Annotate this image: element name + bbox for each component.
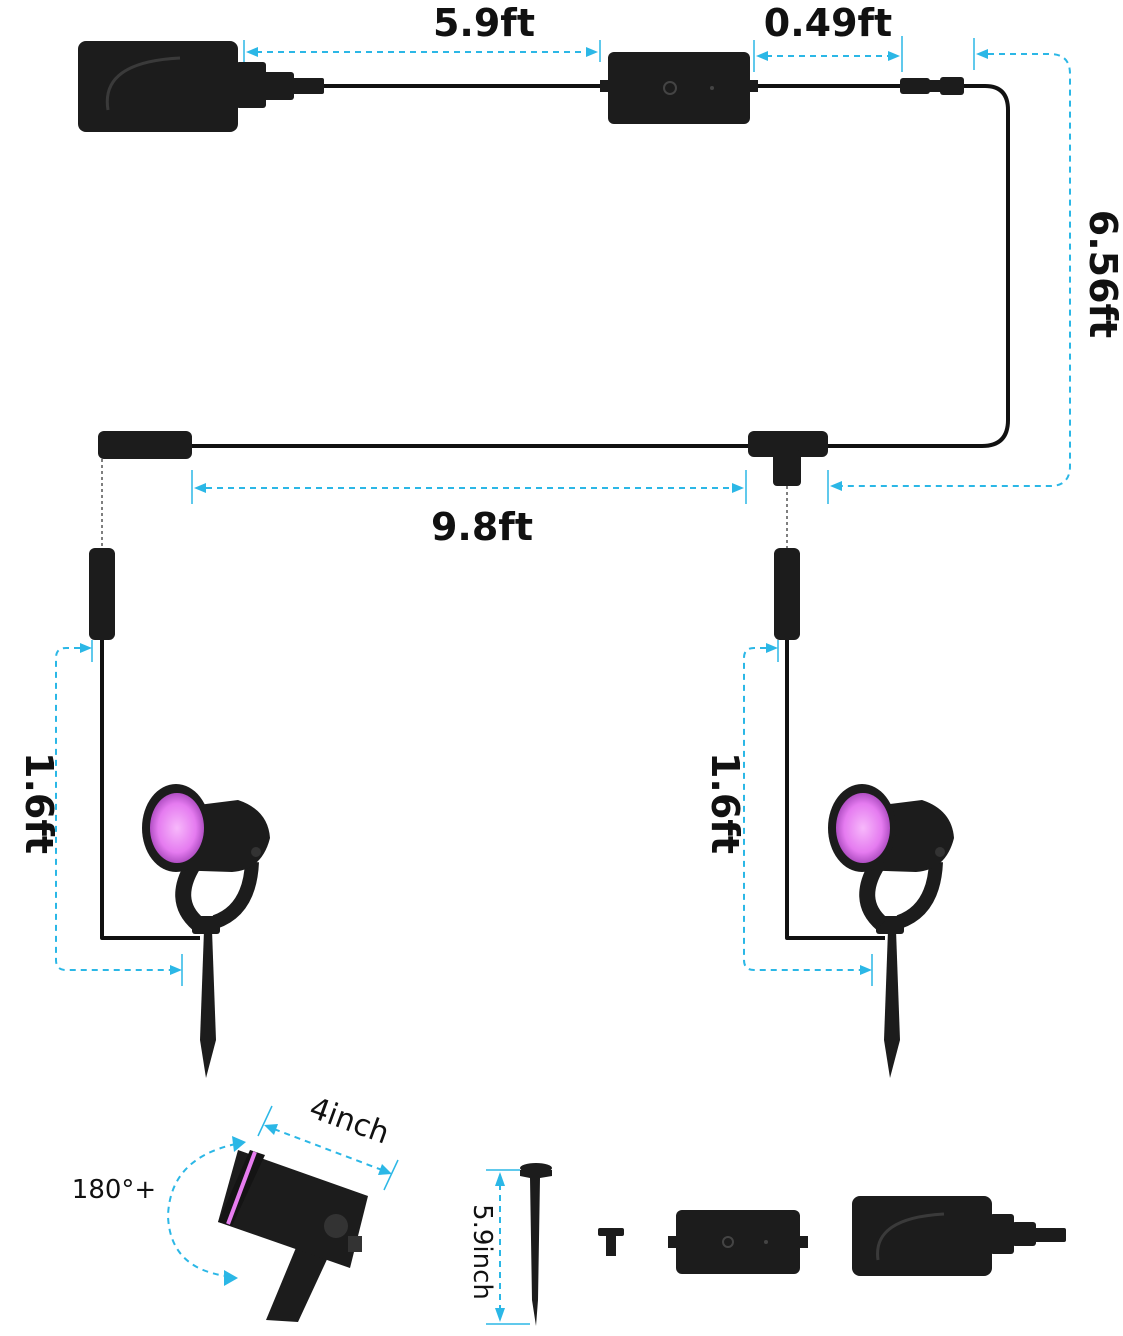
right-light-cable — [785, 638, 885, 940]
label-adapter-controller: 5.9ft — [433, 1, 535, 45]
controller-box — [600, 52, 758, 124]
tee-connector — [748, 431, 828, 486]
dim-line-tee-end — [191, 470, 747, 504]
label-connector-tee: 6.56ft — [1081, 210, 1123, 338]
ground-stake — [520, 1163, 552, 1326]
dim-line-connector-tee — [827, 38, 1071, 504]
label-stake-length: 5.9inch — [467, 1204, 497, 1300]
inline-connector — [900, 77, 964, 95]
left-light-cable — [100, 638, 200, 940]
power-adapter — [78, 41, 324, 132]
right-light-plug — [774, 548, 800, 640]
main-cable — [190, 84, 1010, 448]
rotation-arc — [166, 1136, 246, 1286]
dim-line-head-length — [257, 1105, 399, 1191]
label-controller-connector: 0.49ft — [764, 1, 892, 45]
left-light-plug — [89, 548, 115, 640]
label-head-length: 4inch — [305, 1091, 394, 1152]
dim-line-left-lead — [55, 640, 183, 986]
dim-line-right-lead — [743, 640, 873, 986]
dim-line-adapter-controller — [243, 40, 601, 62]
light-head-detail — [218, 1150, 368, 1322]
power-adapter-part — [852, 1196, 1066, 1276]
end-cap-connector — [98, 431, 192, 459]
right-spotlight — [828, 784, 954, 1078]
label-left-lead: 1.6ft — [17, 752, 61, 854]
left-spotlight — [142, 784, 270, 1078]
controller-box-part — [668, 1210, 808, 1274]
dim-line-controller-connector — [753, 36, 903, 72]
label-rotation: 180°+ — [72, 1175, 156, 1205]
dim-line-stake — [486, 1169, 530, 1325]
label-right-lead: 1.6ft — [703, 752, 747, 854]
mounting-screw — [598, 1228, 624, 1256]
label-tee-end: 9.8ft — [431, 505, 533, 549]
